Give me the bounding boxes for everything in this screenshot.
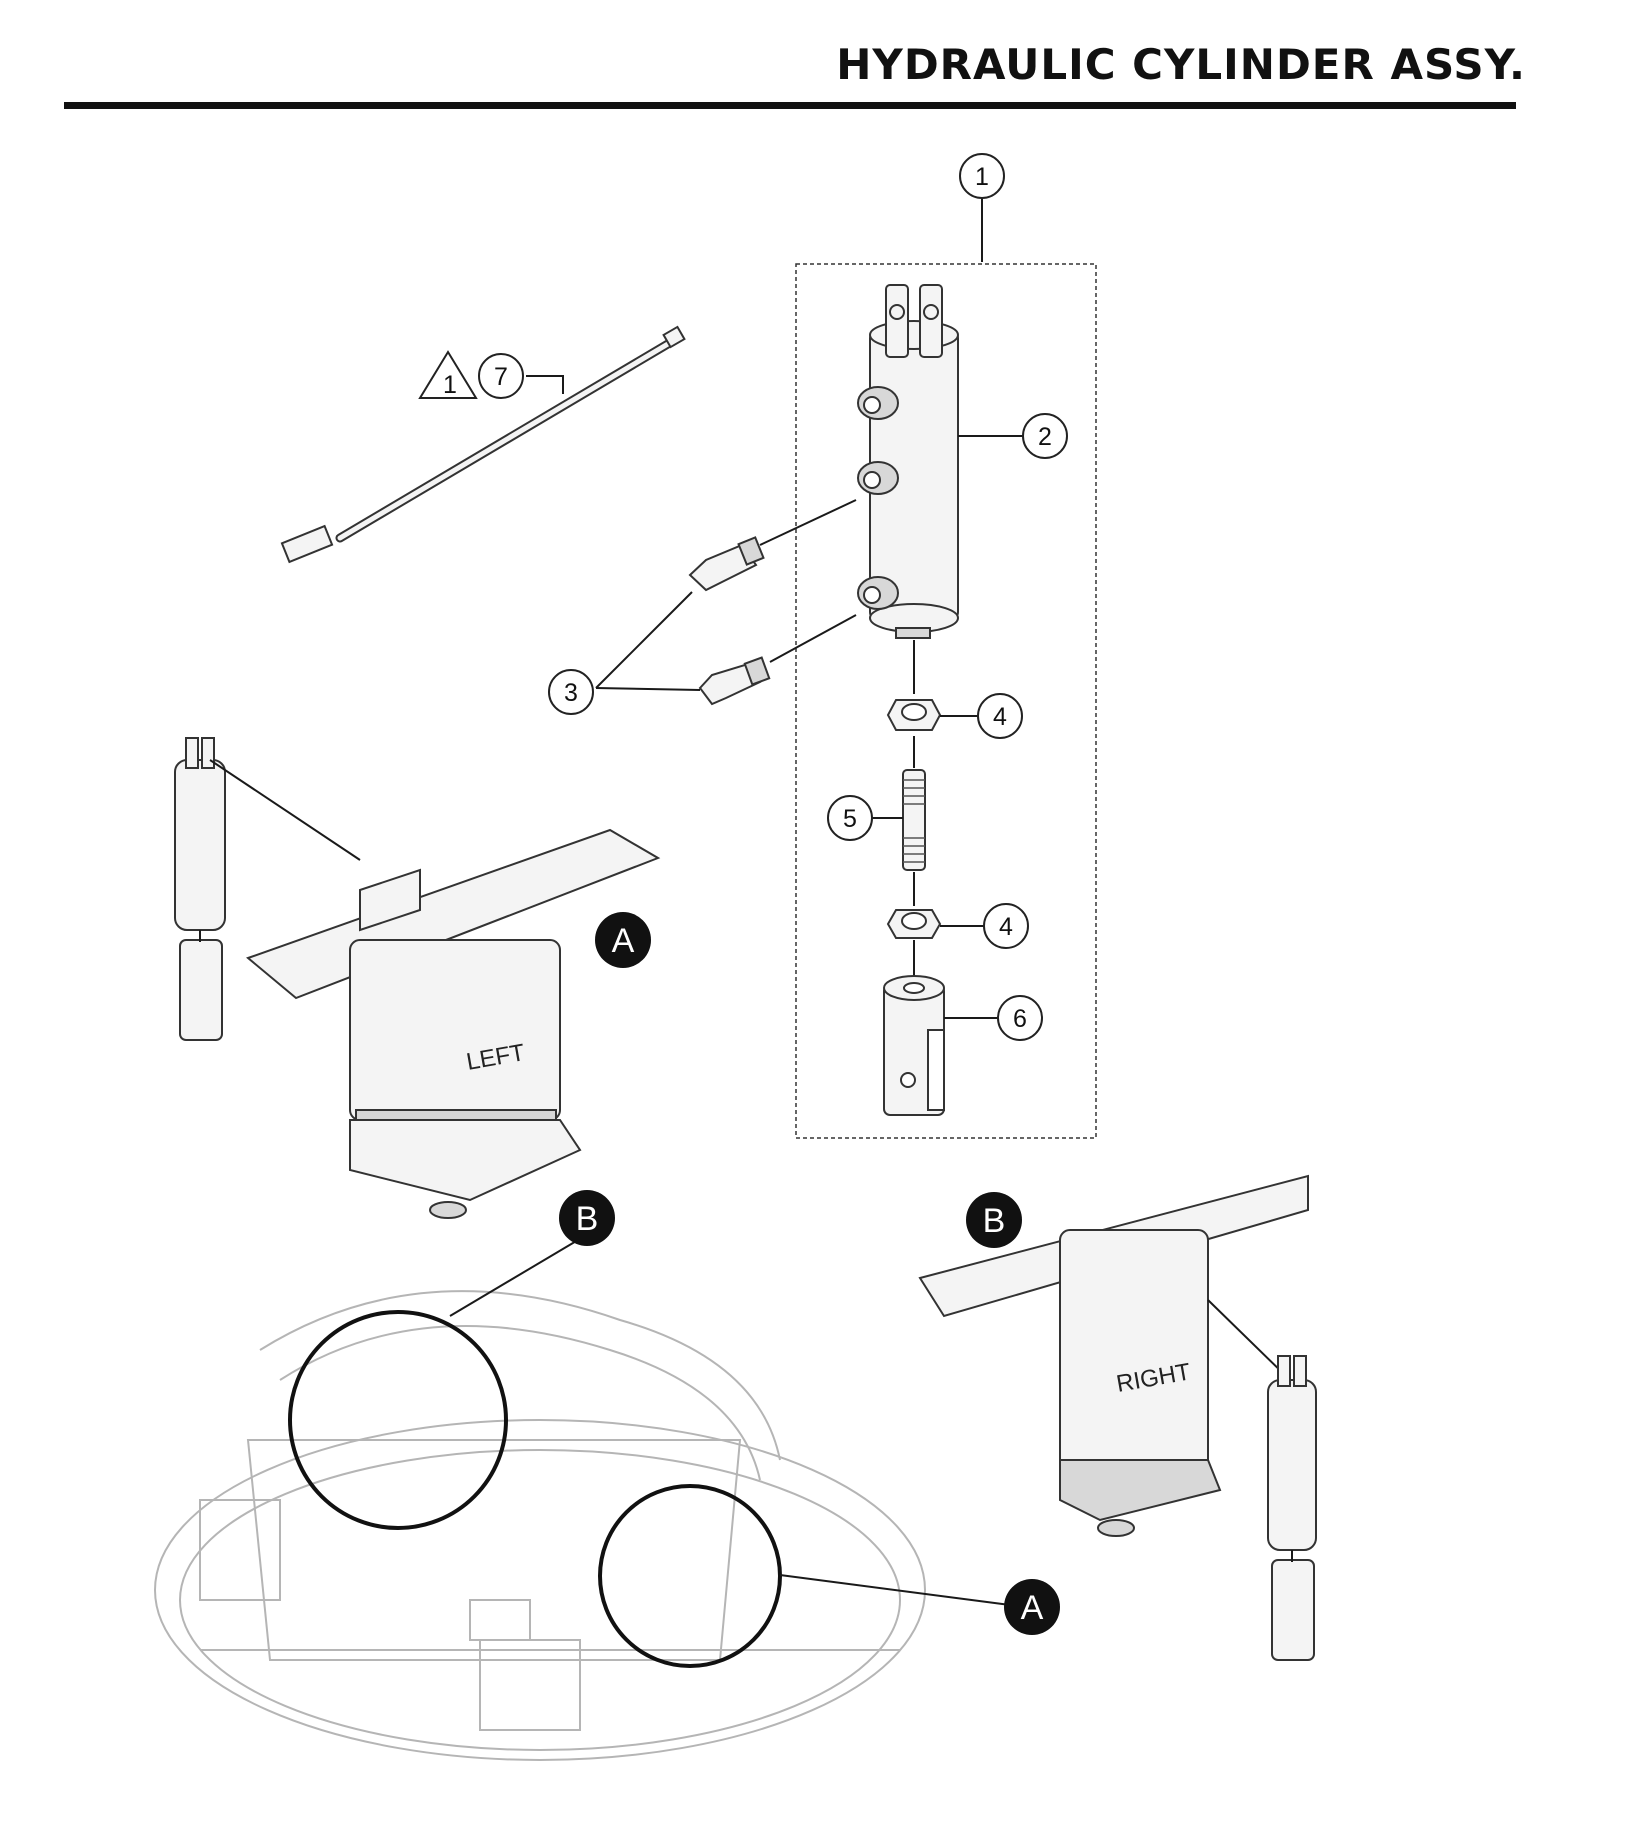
svg-text:6: 6 bbox=[1013, 1005, 1027, 1033]
svg-text:5: 5 bbox=[843, 805, 857, 833]
callout-5: 5 bbox=[827, 795, 873, 841]
detail-circle-a bbox=[598, 1484, 782, 1668]
svg-text:7: 7 bbox=[494, 363, 508, 391]
detail-circle-b bbox=[288, 1310, 508, 1530]
callout-4-upper: 4 bbox=[977, 693, 1023, 739]
svg-text:1: 1 bbox=[443, 371, 457, 399]
badge-a-left: A bbox=[595, 912, 651, 968]
svg-text:B: B bbox=[576, 1200, 599, 1238]
badge-b-lower: B bbox=[559, 1190, 615, 1246]
threaded-stud bbox=[902, 769, 926, 871]
hydraulic-fitting-lower bbox=[698, 614, 857, 706]
left-gearbox-assembly bbox=[174, 737, 661, 1219]
svg-text:4: 4 bbox=[999, 913, 1013, 941]
svg-text:A: A bbox=[1021, 1589, 1044, 1627]
svg-text:4: 4 bbox=[993, 703, 1007, 731]
callout-1: 1 bbox=[959, 153, 1005, 199]
clevis-coupler bbox=[883, 975, 945, 1116]
badge-a-lower: A bbox=[1004, 1579, 1060, 1635]
svg-text:2: 2 bbox=[1038, 423, 1052, 451]
note-flag-triangle: 1 bbox=[418, 350, 478, 399]
hex-nut-upper bbox=[886, 699, 942, 731]
detail-leaders bbox=[449, 1239, 1011, 1606]
power-trowel-overview bbox=[154, 1290, 926, 1761]
exploded-view-box bbox=[795, 263, 1097, 1139]
header-rule bbox=[64, 102, 1516, 109]
part-leaders bbox=[872, 435, 1023, 1019]
svg-text:A: A bbox=[612, 922, 635, 960]
svg-text:1: 1 bbox=[975, 163, 989, 191]
svg-text:3: 3 bbox=[564, 679, 578, 707]
hydraulic-cylinder bbox=[857, 284, 959, 639]
callout-7-leader bbox=[526, 375, 564, 394]
callout-2: 2 bbox=[1022, 413, 1068, 459]
hex-nut-lower bbox=[886, 909, 942, 939]
right-gearbox-assembly bbox=[918, 1174, 1317, 1661]
callout-7: 7 bbox=[478, 353, 524, 399]
page-title: HYDRAULIC CYLINDER ASSY. bbox=[836, 40, 1526, 89]
callout-4-lower: 4 bbox=[983, 903, 1029, 949]
badge-b-right: B bbox=[966, 1192, 1022, 1248]
callout-6: 6 bbox=[997, 995, 1043, 1041]
hydraulic-fitting-upper bbox=[688, 499, 857, 592]
callout-3-leaders bbox=[595, 591, 701, 691]
sensor-rod bbox=[280, 325, 686, 564]
callout-3: 3 bbox=[548, 669, 594, 715]
svg-text:B: B bbox=[983, 1202, 1006, 1240]
